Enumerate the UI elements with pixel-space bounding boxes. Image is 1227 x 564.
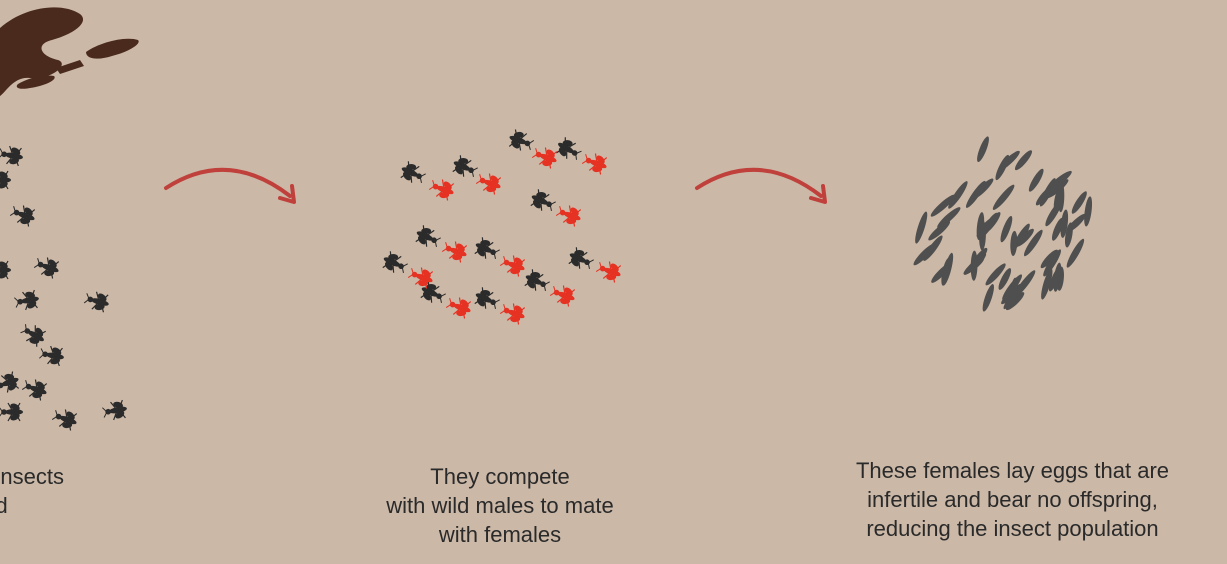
caption-line: with females bbox=[340, 520, 660, 549]
egg-icon bbox=[980, 283, 996, 313]
caption-infertile-eggs: These females lay eggs that are infertil… bbox=[805, 456, 1220, 543]
released-insects bbox=[0, 144, 129, 433]
egg-icon bbox=[1027, 167, 1046, 193]
curved-arrow-icon bbox=[697, 170, 825, 202]
caption-line: These females lay eggs that are bbox=[805, 456, 1220, 485]
caption-line: infertile and bear no offspring, bbox=[805, 485, 1220, 514]
egg-icon bbox=[970, 251, 977, 281]
caption-line: They compete bbox=[340, 462, 660, 491]
caption-line: ased bbox=[0, 491, 190, 520]
caption-line: reducing the insect population bbox=[805, 514, 1220, 543]
caption-release: ale insects ased bbox=[0, 462, 190, 520]
egg-icon bbox=[991, 183, 1017, 212]
curved-arrow-icon bbox=[166, 170, 294, 202]
egg-icon bbox=[993, 154, 1011, 182]
caption-line: ale insects bbox=[0, 462, 190, 491]
egg-icon bbox=[913, 211, 930, 245]
egg-cluster bbox=[911, 135, 1093, 312]
brown-splash-icon bbox=[0, 7, 139, 96]
caption-line: with wild males to mate bbox=[340, 491, 660, 520]
egg-icon bbox=[975, 135, 991, 163]
mating-insects bbox=[380, 128, 624, 327]
caption-compete: They compete with wild males to mate wit… bbox=[340, 462, 660, 549]
